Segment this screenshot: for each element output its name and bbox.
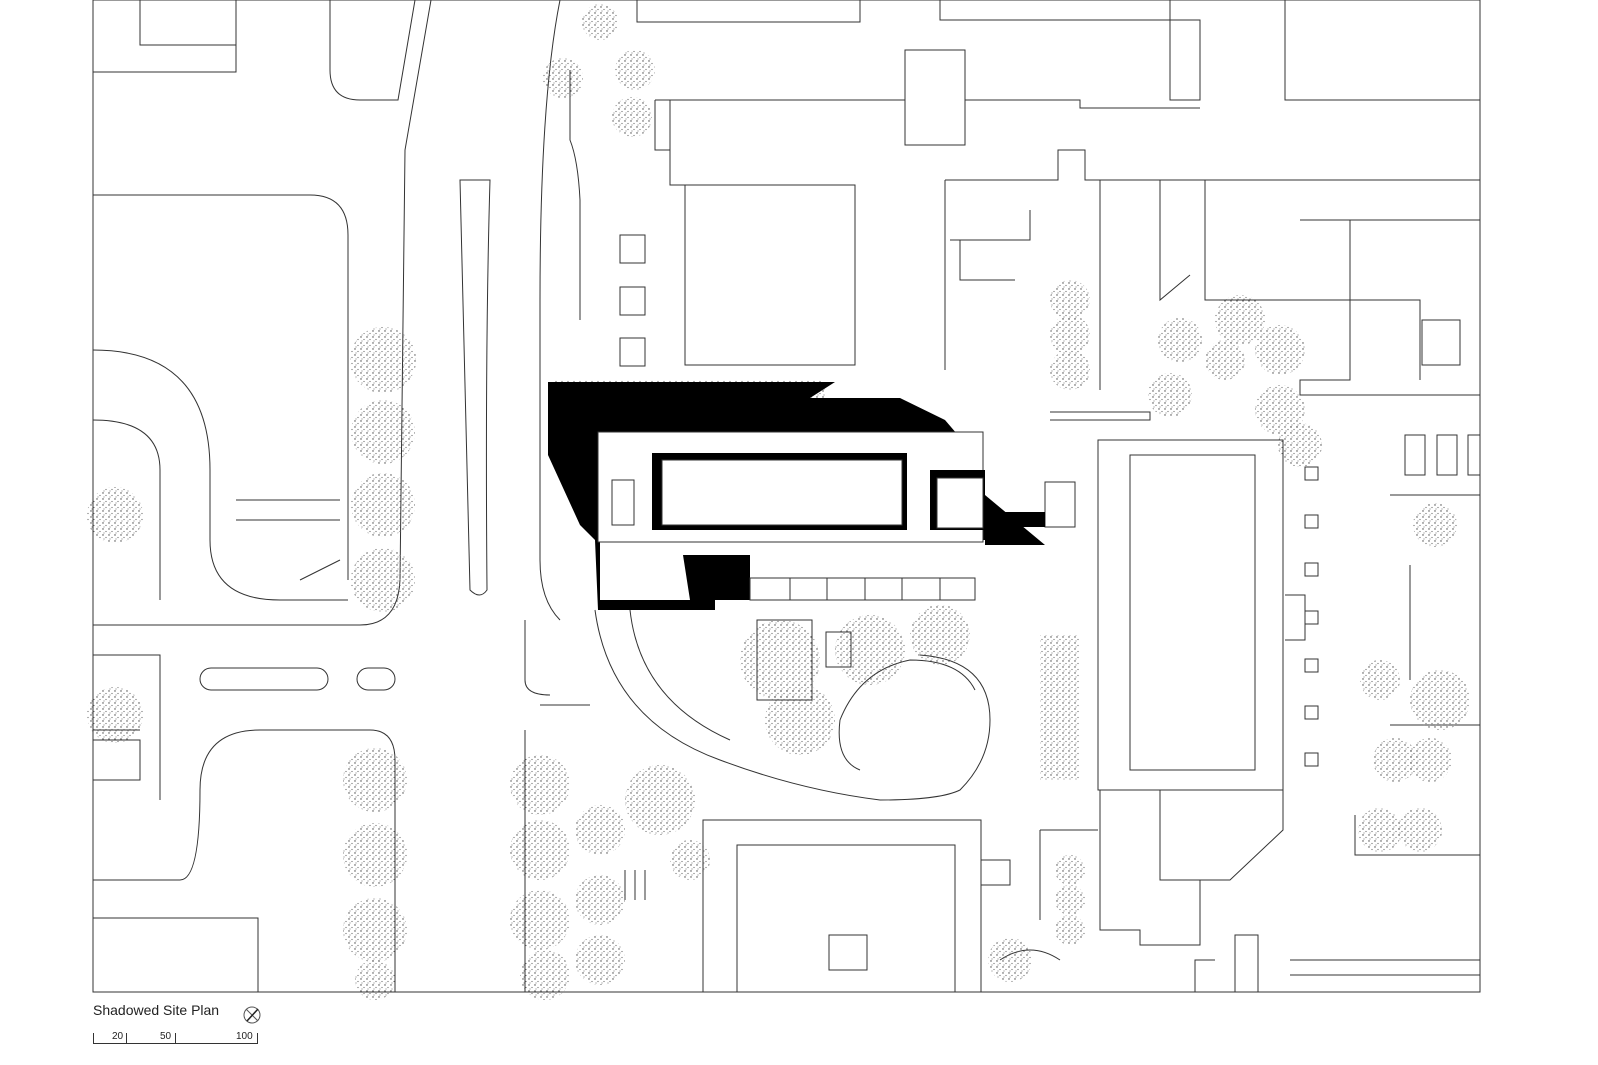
trees <box>87 4 1470 1000</box>
shadowed-building <box>548 382 1076 610</box>
scale-label-20: 20 <box>112 1031 124 1042</box>
scale-bar <box>93 1031 258 1044</box>
drawing-title: Shadowed Site Plan <box>93 1002 220 1018</box>
column-markers <box>1304 466 1319 767</box>
scale-label-100: 100 <box>236 1031 253 1042</box>
scale-label-50: 50 <box>160 1031 172 1042</box>
north-arrow-icon <box>243 1006 261 1024</box>
